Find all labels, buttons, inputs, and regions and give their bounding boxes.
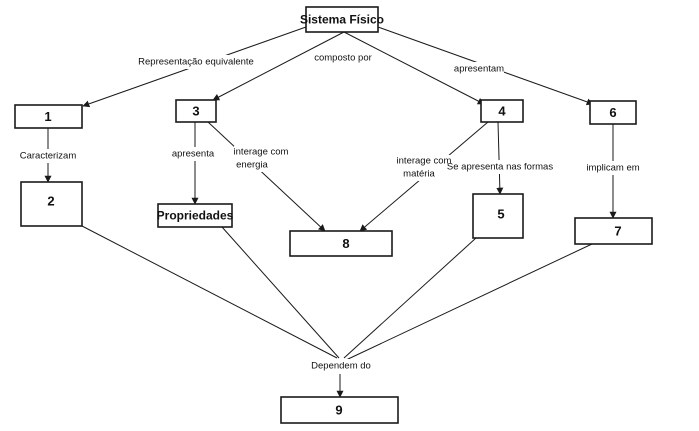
label-interage-energia: interage com energia — [234, 146, 289, 172]
svg-text:8: 8 — [342, 236, 349, 251]
edge-2-to-dependem — [81, 225, 338, 359]
svg-text:composto por: composto por — [314, 53, 372, 64]
svg-text:9: 9 — [335, 403, 342, 418]
svg-text:Representação equivalente: Representação equivalente — [138, 57, 254, 68]
edge-7-to-dependem — [345, 243, 593, 361]
edge-4-to-5 — [496, 121, 504, 195]
edge-sistema-to-3 — [212, 31, 345, 101]
edge-propriedades-to-dependem — [221, 226, 340, 359]
svg-text:Caracterizam: Caracterizam — [20, 151, 77, 162]
node-sistema-fisico: Sistema Físico — [300, 6, 384, 33]
svg-text:apresenta: apresenta — [172, 149, 215, 160]
node-1: 1 — [14, 104, 83, 129]
svg-text:2: 2 — [47, 194, 54, 209]
svg-text:5: 5 — [497, 207, 504, 222]
svg-text:implicam em: implicam em — [586, 163, 639, 174]
svg-text:apresentam: apresentam — [454, 64, 504, 75]
svg-text:Sistema Físico: Sistema Físico — [300, 13, 384, 27]
svg-text:4: 4 — [498, 104, 506, 119]
label-composto: composto por — [314, 51, 372, 65]
svg-text:interage com: interage com — [234, 147, 289, 158]
svg-text:1: 1 — [44, 109, 51, 124]
node-4: 4 — [480, 99, 524, 123]
label-se-apresenta: Se apresenta nas formas — [447, 160, 553, 174]
svg-text:matéria: matéria — [403, 169, 435, 180]
svg-text:6: 6 — [609, 105, 616, 120]
label-apresentam: apresentam — [454, 62, 504, 76]
node-5: 5 — [472, 193, 524, 239]
svg-text:Dependem do: Dependem do — [311, 361, 371, 372]
node-7: 7 — [574, 217, 653, 245]
svg-text:Se apresenta nas formas: Se apresenta nas formas — [447, 162, 553, 173]
edge-3-to-8 — [207, 121, 326, 232]
svg-text:energia: energia — [236, 160, 268, 171]
label-caracterizam: Caracterizam — [19, 149, 77, 163]
node-6: 6 — [589, 100, 637, 125]
svg-text:interage com: interage com — [397, 156, 452, 167]
svg-text:Propriedades: Propriedades — [157, 209, 234, 223]
svg-text:7: 7 — [614, 224, 621, 239]
edge-sistema-to-4 — [343, 31, 485, 105]
label-representacao: Representação equivalente — [138, 55, 254, 69]
svg-text:3: 3 — [192, 104, 199, 119]
node-propriedades: Propriedades — [157, 203, 234, 228]
edge-5-to-dependem — [343, 237, 477, 359]
node-2: 2 — [20, 181, 83, 227]
node-9: 9 — [280, 396, 399, 424]
node-3: 3 — [175, 99, 217, 123]
node-8: 8 — [289, 230, 393, 257]
label-apresenta: apresenta — [171, 147, 215, 161]
label-interage-materia: interage com matéria — [397, 155, 452, 181]
label-implicam: implicam em — [586, 161, 640, 175]
label-dependem: Dependem do — [311, 359, 371, 373]
